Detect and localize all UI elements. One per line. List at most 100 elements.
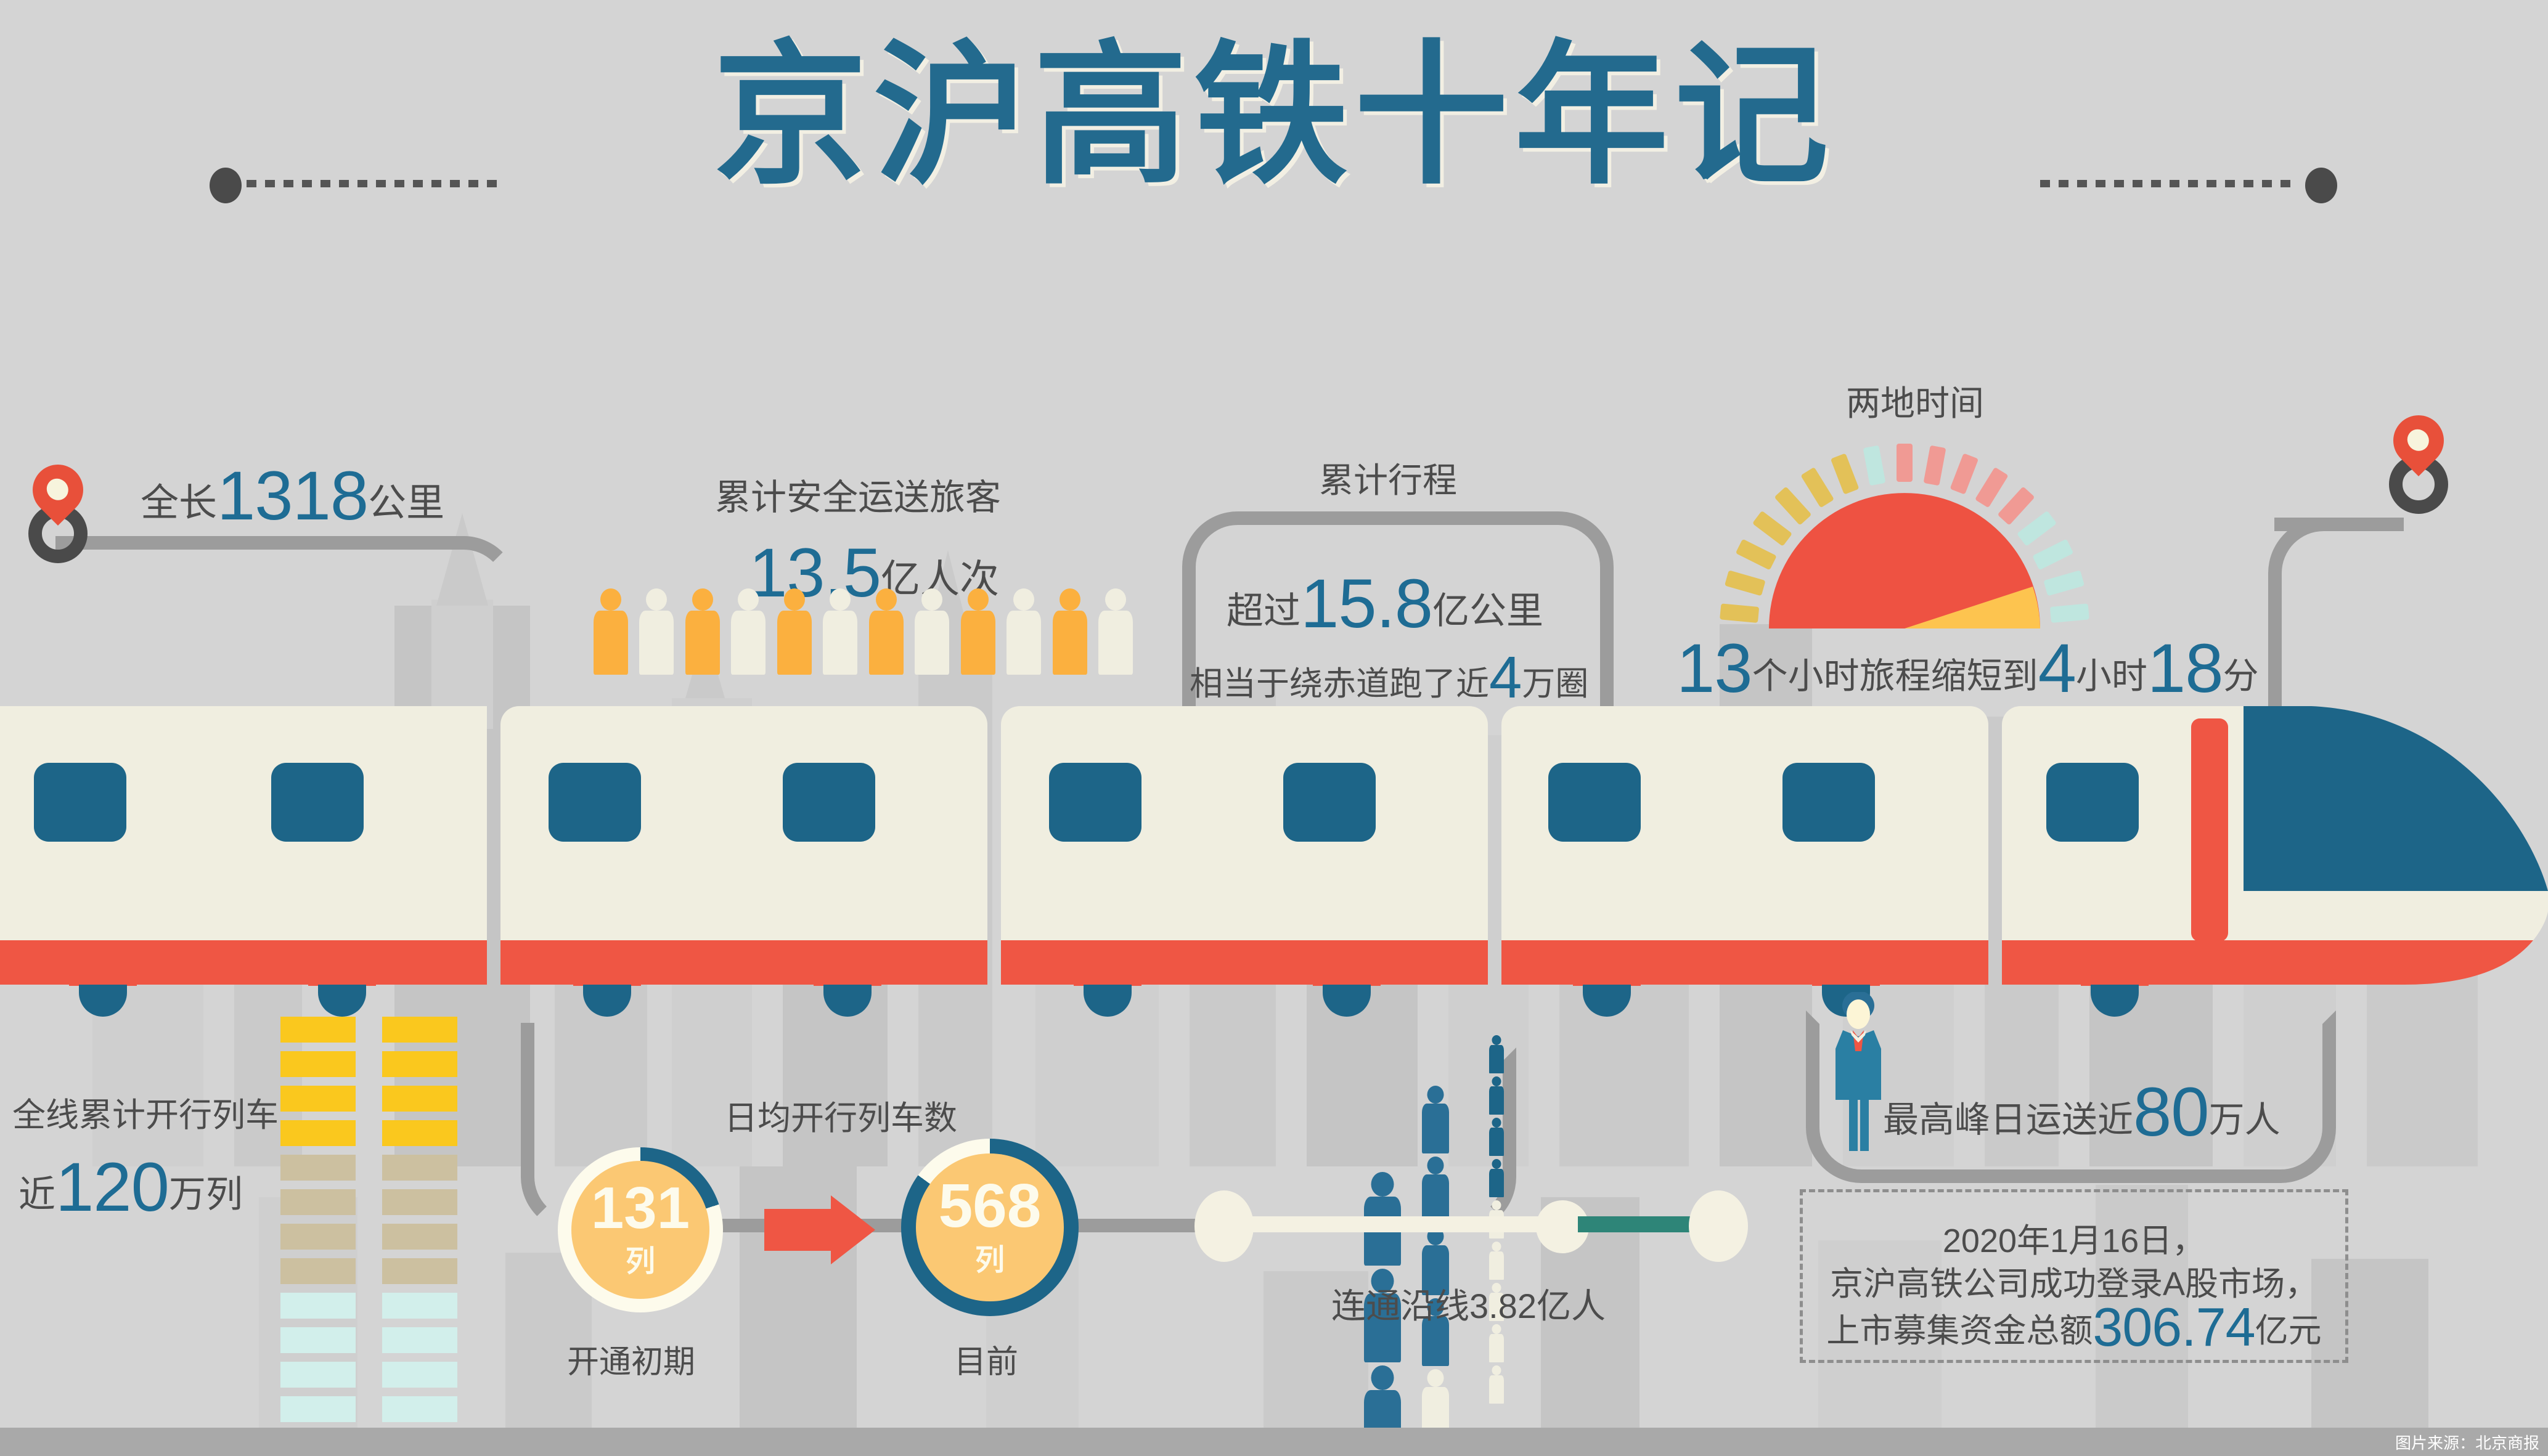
bar-segment bbox=[382, 1293, 457, 1319]
person-icon bbox=[1488, 1324, 1505, 1362]
passengers-value: 13.5 bbox=[749, 534, 881, 611]
person-icon bbox=[1005, 588, 1043, 675]
train-wheel bbox=[79, 985, 127, 1017]
train-window bbox=[783, 763, 875, 842]
total-trains-label: 全线累计开行列车 bbox=[12, 1097, 279, 1134]
bar-segment bbox=[280, 1086, 356, 1112]
bar-segment bbox=[280, 1120, 356, 1146]
daily-trains-after-donut: 568 列 bbox=[901, 1139, 1079, 1316]
transition-arrow-body bbox=[764, 1209, 832, 1251]
bar-segment bbox=[280, 1155, 356, 1181]
peak-value: 80 bbox=[2133, 1073, 2210, 1150]
traveltime-new-minutes-unit: 分 bbox=[2223, 656, 2259, 696]
bar-segment bbox=[280, 1293, 356, 1319]
bar-segment bbox=[382, 1258, 457, 1284]
stat-total-length: 全长1318公里 bbox=[141, 456, 444, 535]
peak-prefix: 最高峰日运送近 bbox=[1883, 1100, 2134, 1140]
route-line-donut-up bbox=[1442, 1047, 1516, 1232]
person-icon bbox=[821, 588, 859, 675]
train-bogie bbox=[1074, 975, 1141, 986]
bar-segment bbox=[280, 1224, 356, 1250]
train-window bbox=[1283, 763, 1376, 842]
bar-segment bbox=[280, 1396, 356, 1422]
bar-segment bbox=[382, 1051, 457, 1077]
before-unit: 列 bbox=[625, 1245, 655, 1278]
after-value: 568 bbox=[938, 1171, 1042, 1240]
bar-segment bbox=[382, 1396, 457, 1422]
mileage-label: 累计行程 bbox=[1319, 461, 1457, 500]
length-value: 1318 bbox=[217, 457, 369, 534]
train-bogie bbox=[814, 975, 881, 986]
person-icon bbox=[1488, 1242, 1505, 1280]
person-icon bbox=[867, 588, 905, 675]
bar-segment bbox=[280, 1189, 356, 1215]
person-icon bbox=[684, 588, 722, 675]
train-window bbox=[34, 763, 126, 842]
person-icon bbox=[1488, 1365, 1505, 1404]
ipo-line-2: 京沪高铁公司成功登录A股市场， bbox=[1829, 1266, 2319, 1303]
train-wheel bbox=[583, 985, 631, 1017]
ipo-line-1: 2020年1月16日， bbox=[1942, 1222, 2206, 1259]
credit-bar bbox=[0, 1428, 2548, 1456]
person-icon bbox=[1488, 1118, 1505, 1156]
population-row bbox=[1488, 1035, 1507, 1407]
route-line-right-curve bbox=[2281, 518, 2284, 521]
before-value: 131 bbox=[590, 1175, 690, 1242]
bar-segment bbox=[280, 1258, 356, 1284]
route-line-right-vert bbox=[2268, 518, 2342, 721]
stat-travel-time: 13个小时旅程缩短到4小时18分 bbox=[1676, 628, 2259, 708]
equator-suffix: 万圈 bbox=[1522, 665, 1589, 702]
page-title: 京沪高铁十年记 bbox=[713, 26, 1835, 205]
route-line-donut-left bbox=[521, 1023, 595, 1232]
title-dot-left bbox=[210, 168, 242, 203]
total-trains-value: 120 bbox=[55, 1149, 169, 1226]
traveltime-new-hours: 4 bbox=[2038, 630, 2076, 707]
train-bogie bbox=[573, 975, 641, 986]
locomotive-red-pillar bbox=[2191, 718, 2228, 942]
person-icon bbox=[1488, 1035, 1505, 1073]
person-icon bbox=[637, 588, 676, 675]
train-window bbox=[549, 763, 641, 842]
train-bogie bbox=[2081, 975, 2149, 986]
traveltime-new-minutes: 18 bbox=[2147, 630, 2224, 707]
person-icon bbox=[1421, 1369, 1450, 1437]
population-row bbox=[1421, 1086, 1455, 1456]
person-icon bbox=[1421, 1157, 1450, 1224]
person-icon bbox=[1488, 1283, 1505, 1321]
person-icon bbox=[729, 588, 767, 675]
train-nose bbox=[2244, 706, 2548, 985]
equator-value: 4 bbox=[1489, 645, 1522, 710]
before-caption: 开通初期 bbox=[567, 1344, 696, 1380]
bar-segment bbox=[382, 1189, 457, 1215]
bar-segment bbox=[280, 1051, 356, 1077]
train-graphic bbox=[0, 706, 2548, 1027]
title-dotted-line-right bbox=[2040, 180, 2299, 187]
mileage-suffix: 亿公里 bbox=[1432, 590, 1543, 632]
population-axis-left-knob bbox=[1194, 1190, 1254, 1262]
train-window bbox=[271, 763, 364, 842]
peak-suffix: 万人 bbox=[2208, 1100, 2281, 1140]
train-bogie bbox=[69, 975, 137, 986]
train-bogie bbox=[1573, 975, 1641, 986]
route-line-peak bbox=[1806, 1011, 2336, 1183]
train-wheel bbox=[1084, 985, 1132, 1017]
bar-segment bbox=[382, 1362, 457, 1388]
person-icon bbox=[1421, 1086, 1450, 1153]
train-bogie bbox=[1313, 975, 1381, 986]
stat-total-trains: 近120万列 bbox=[18, 1147, 243, 1227]
train-window bbox=[1049, 763, 1141, 842]
train-window bbox=[1548, 763, 1641, 842]
traveltime-new-hours-unit: 小时 bbox=[2075, 656, 2147, 696]
daily-trains-before-donut: 131 列 bbox=[558, 1147, 723, 1312]
equator-prefix: 相当于绕赤道跑了近 bbox=[1190, 665, 1489, 702]
traveltime-label: 两地时间 bbox=[1846, 384, 1984, 423]
population-axis-bar-cream bbox=[1245, 1216, 1578, 1232]
ipo-info-box: 2020年1月16日， 京沪高铁公司成功登录A股市场， 上市募集资金总额306.… bbox=[1800, 1189, 2348, 1363]
bar-segment bbox=[382, 1120, 457, 1146]
population-axis-right-knob bbox=[1689, 1190, 1748, 1262]
person-icon bbox=[1421, 1298, 1450, 1366]
person-icon bbox=[1488, 1076, 1505, 1115]
bar-segment bbox=[280, 1017, 356, 1043]
after-caption: 目前 bbox=[954, 1344, 1019, 1380]
